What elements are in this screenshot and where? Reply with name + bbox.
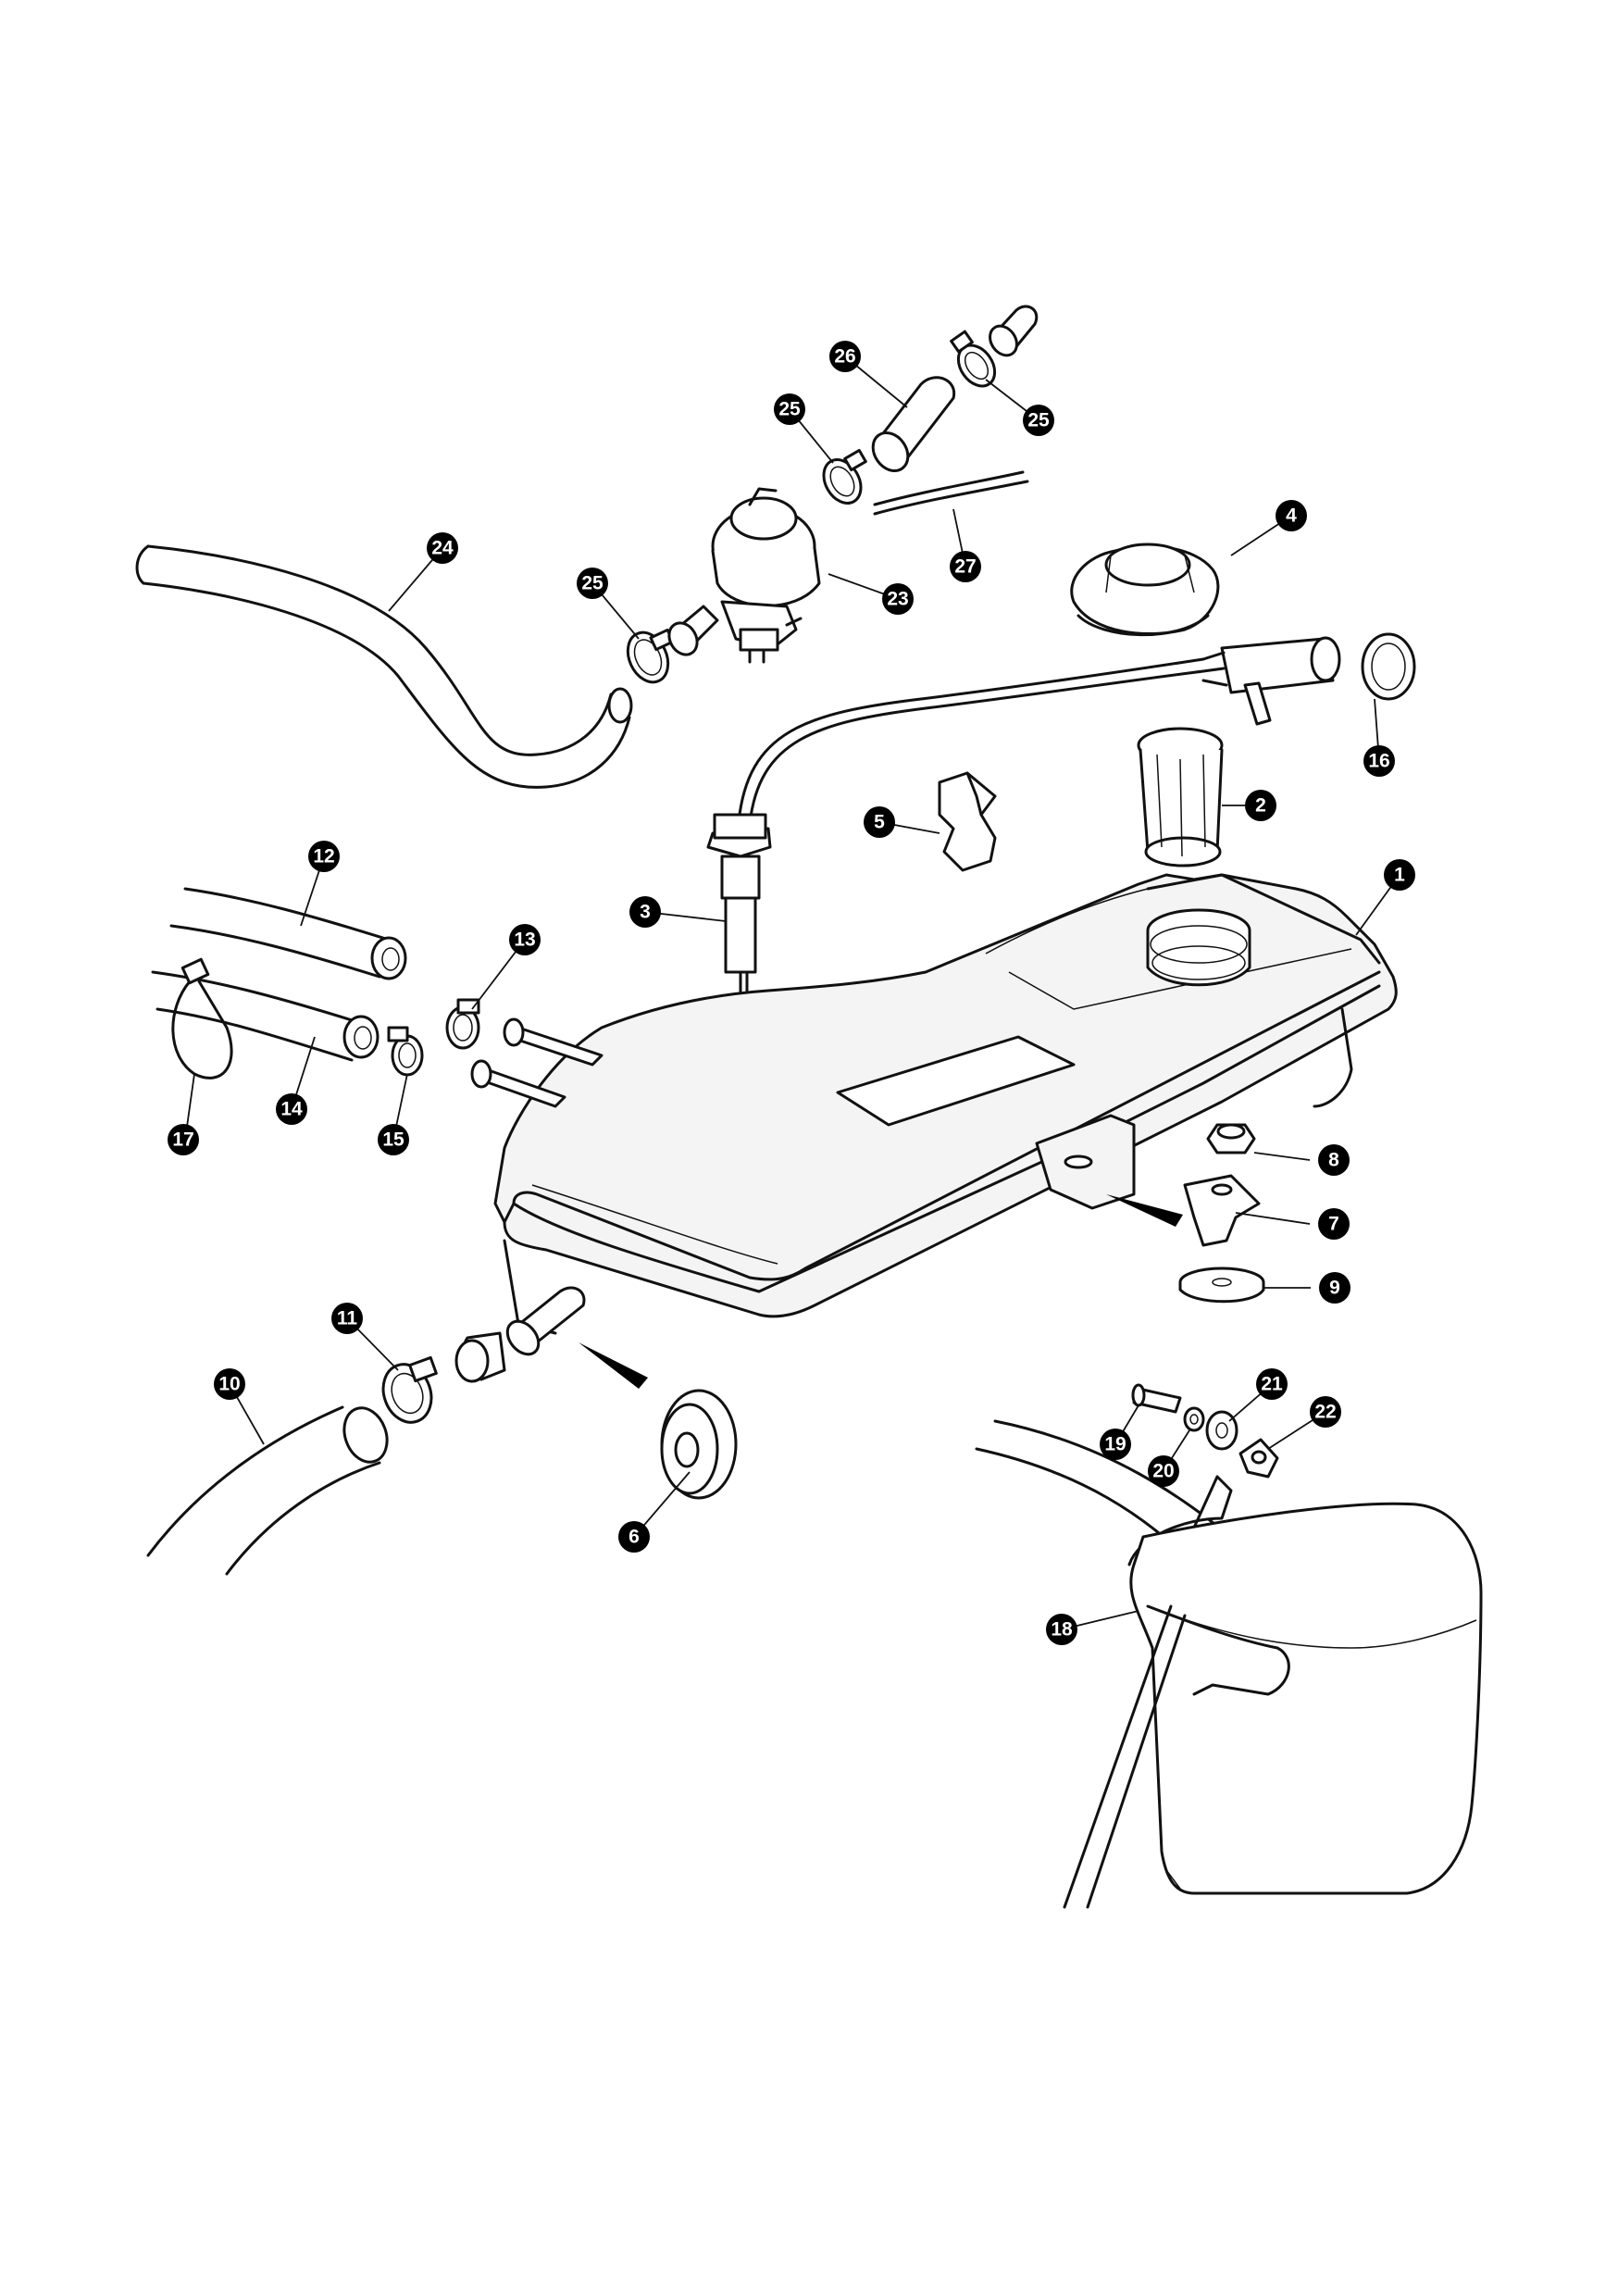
- callout-15: 15: [378, 1124, 409, 1155]
- svg-text:16: 16: [1368, 751, 1389, 772]
- body-panel-18: [975, 1419, 1483, 1909]
- sensor-wire: [737, 636, 1341, 826]
- washer-20: [1183, 1406, 1205, 1432]
- svg-text:13: 13: [514, 930, 535, 951]
- callout-12: 12: [308, 841, 340, 872]
- callout-26: 26: [829, 341, 861, 372]
- callout-11: 11: [331, 1303, 363, 1334]
- filler-cap-4: [1070, 543, 1220, 637]
- svg-text:25: 25: [778, 399, 801, 420]
- callout-18: 18: [1046, 1614, 1077, 1645]
- callout-10: 10: [214, 1368, 245, 1400]
- svg-text:11: 11: [337, 1308, 358, 1329]
- svg-text:1: 1: [1394, 865, 1405, 886]
- hose-clamp-11: [381, 1355, 438, 1424]
- callout-19: 19: [1100, 1429, 1131, 1460]
- svg-text:8: 8: [1328, 1150, 1339, 1171]
- o-ring-16: [1361, 632, 1416, 701]
- callout-20: 20: [1148, 1455, 1179, 1487]
- callout-3: 3: [629, 896, 661, 928]
- callout-2: 2: [1245, 790, 1276, 821]
- callout-23: 23: [882, 583, 914, 615]
- svg-text:25: 25: [581, 573, 604, 594]
- callout-4: 4: [1276, 500, 1307, 531]
- callout-25-middle: 25: [774, 393, 805, 425]
- hose-clamp-15: [387, 1026, 424, 1077]
- callout-25-left: 25: [577, 568, 608, 599]
- svg-text:14: 14: [280, 1099, 303, 1120]
- hose-clamp-25-left: [626, 628, 675, 684]
- valve-23: [667, 487, 821, 664]
- callout-13: 13: [509, 924, 541, 955]
- hose-14: [151, 970, 380, 1062]
- washer-9: [1178, 1267, 1265, 1304]
- svg-text:19: 19: [1104, 1434, 1126, 1455]
- assembly-arrows: [579, 1194, 1183, 1389]
- svg-text:25: 25: [1027, 410, 1050, 431]
- callout-17: 17: [168, 1124, 199, 1155]
- clip-nut-22: [1238, 1438, 1279, 1479]
- svg-text:26: 26: [834, 346, 855, 368]
- svg-text:18: 18: [1051, 1619, 1073, 1641]
- callout-21: 21: [1256, 1368, 1288, 1400]
- callout-6: 6: [618, 1521, 650, 1553]
- svg-text:17: 17: [172, 1129, 193, 1151]
- svg-text:7: 7: [1328, 1214, 1339, 1235]
- tank-1: [493, 873, 1398, 1335]
- callout-5: 5: [864, 806, 895, 838]
- callout-9: 9: [1319, 1272, 1350, 1304]
- callout-16: 16: [1363, 745, 1395, 777]
- svg-text:5: 5: [874, 812, 885, 833]
- callout-7: 7: [1318, 1208, 1350, 1240]
- nut-8: [1206, 1123, 1256, 1154]
- svg-text:20: 20: [1152, 1461, 1174, 1482]
- callout-14: 14: [276, 1093, 307, 1125]
- svg-text:4: 4: [1286, 505, 1297, 527]
- hose-clamp-25-top: [950, 330, 997, 388]
- svg-text:12: 12: [313, 846, 334, 867]
- svg-text:15: 15: [382, 1129, 404, 1151]
- hose-clamp-13: [445, 998, 480, 1050]
- callout-25-top: 25: [1023, 405, 1054, 436]
- callout-1: 1: [1384, 859, 1415, 891]
- bracket-7: [1183, 1174, 1261, 1247]
- svg-text:6: 6: [629, 1527, 640, 1548]
- callout-27: 27: [950, 551, 981, 582]
- svg-text:27: 27: [954, 556, 976, 578]
- strainer-2: [1137, 727, 1224, 867]
- svg-text:24: 24: [431, 538, 454, 559]
- clip-5: [938, 771, 997, 872]
- callout-24: 24: [427, 532, 458, 564]
- tube-27: [873, 470, 1029, 516]
- svg-text:23: 23: [887, 589, 908, 610]
- svg-text:22: 22: [1314, 1402, 1336, 1423]
- tank-fittings: [454, 1017, 604, 1383]
- bolt-19: [1131, 1383, 1182, 1414]
- svg-text:10: 10: [218, 1374, 240, 1395]
- svg-text:3: 3: [640, 902, 651, 923]
- svg-text:21: 21: [1261, 1374, 1283, 1395]
- svg-text:2: 2: [1255, 795, 1266, 817]
- callout-22: 22: [1310, 1396, 1341, 1428]
- washer-21: [1205, 1410, 1238, 1451]
- fitting-top: [989, 305, 1039, 357]
- hose-clamp-25-middle: [822, 448, 867, 505]
- hose-10: [146, 1405, 389, 1576]
- hose-12: [169, 887, 407, 980]
- hose-26: [871, 376, 956, 472]
- hose-24: [135, 544, 633, 789]
- grommet-6: [660, 1389, 738, 1500]
- callout-8: 8: [1318, 1144, 1350, 1176]
- svg-text:9: 9: [1329, 1278, 1340, 1299]
